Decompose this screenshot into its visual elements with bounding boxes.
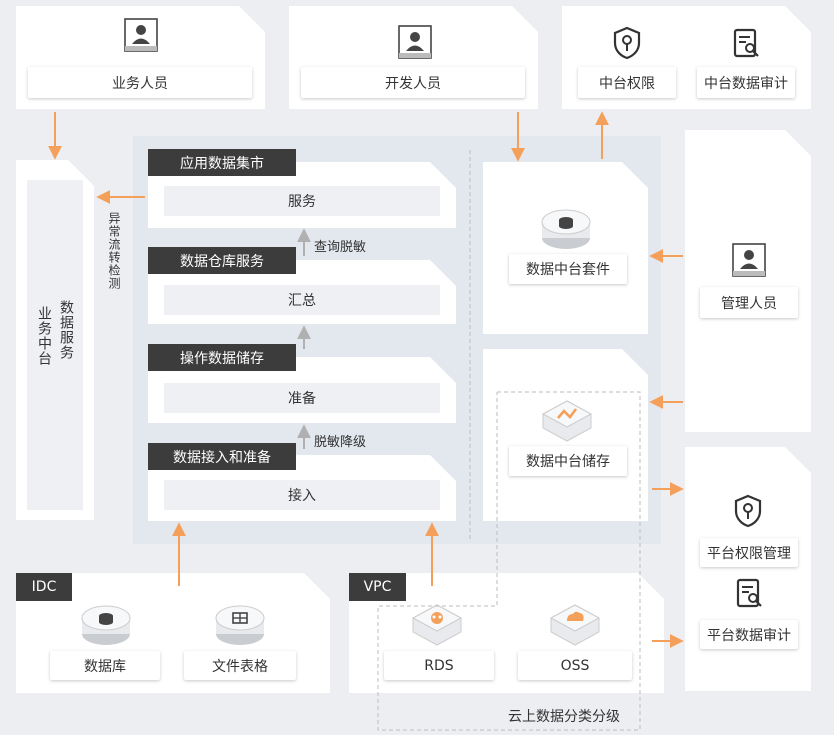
platform-auth-label[interactable]: 中台权限 — [578, 67, 676, 98]
database-icon — [80, 604, 132, 652]
platform-audit-label[interactable]: 中台数据审计 — [697, 67, 795, 98]
ingest-content[interactable]: 接入 — [164, 480, 440, 510]
ingest-title: 数据接入和准备 — [148, 443, 296, 470]
business-service-bar — [27, 180, 83, 510]
warehouse-title: 数据仓库服务 — [148, 247, 296, 274]
platform-auth-mgmt-label[interactable]: 平台权限管理 — [700, 538, 798, 567]
ods-content[interactable]: 准备 — [164, 383, 440, 413]
admin-card — [685, 130, 811, 432]
oss-cube-icon — [548, 602, 602, 652]
oss-label[interactable]: OSS — [518, 651, 632, 680]
idc-tag: IDC — [16, 573, 72, 601]
mask-downgrade-label: 脱敏降级 — [314, 435, 367, 450]
query-mask-label: 查询脱敏 — [314, 240, 367, 255]
platform-audit-mgmt-label[interactable]: 平台数据审计 — [700, 620, 798, 649]
storage-label[interactable]: 数据中台储存 — [509, 446, 627, 476]
dashed-classification-region — [377, 391, 641, 731]
admin-label[interactable]: 管理人员 — [700, 287, 798, 318]
database-icon — [540, 208, 592, 256]
user-icon — [732, 243, 766, 281]
rds-cube-icon — [410, 602, 464, 652]
user-icon — [398, 25, 432, 63]
storage-cube-icon — [540, 398, 594, 448]
shield-key-icon — [612, 26, 642, 64]
app-mart-content[interactable]: 服务 — [164, 186, 440, 216]
table-file-icon — [214, 604, 266, 652]
ods-title: 操作数据储存 — [148, 344, 296, 371]
developer-label[interactable]: 开发人员 — [301, 67, 525, 98]
anomaly-detection-label: 异常流转检测 — [107, 212, 121, 290]
suite-label[interactable]: 数据中台套件 — [509, 254, 627, 284]
warehouse-content[interactable]: 汇总 — [164, 285, 440, 315]
idc-files-label[interactable]: 文件表格 — [184, 651, 296, 680]
business-service-col2: 业务中台 — [36, 306, 52, 366]
business-user-label[interactable]: 业务人员 — [28, 67, 252, 98]
app-mart-title: 应用数据集市 — [148, 149, 296, 176]
user-icon — [124, 18, 158, 56]
cloud-classification-label: 云上数据分类分级 — [508, 709, 620, 725]
audit-document-icon — [733, 28, 761, 64]
business-service-col1: 数据服务 — [58, 300, 74, 360]
idc-db-label[interactable]: 数据库 — [50, 651, 160, 680]
shield-key-icon — [733, 494, 763, 532]
platform-mgmt-card — [685, 447, 811, 691]
audit-document-icon — [736, 578, 764, 614]
rds-label[interactable]: RDS — [384, 651, 494, 680]
vpc-tag: VPC — [349, 573, 406, 601]
